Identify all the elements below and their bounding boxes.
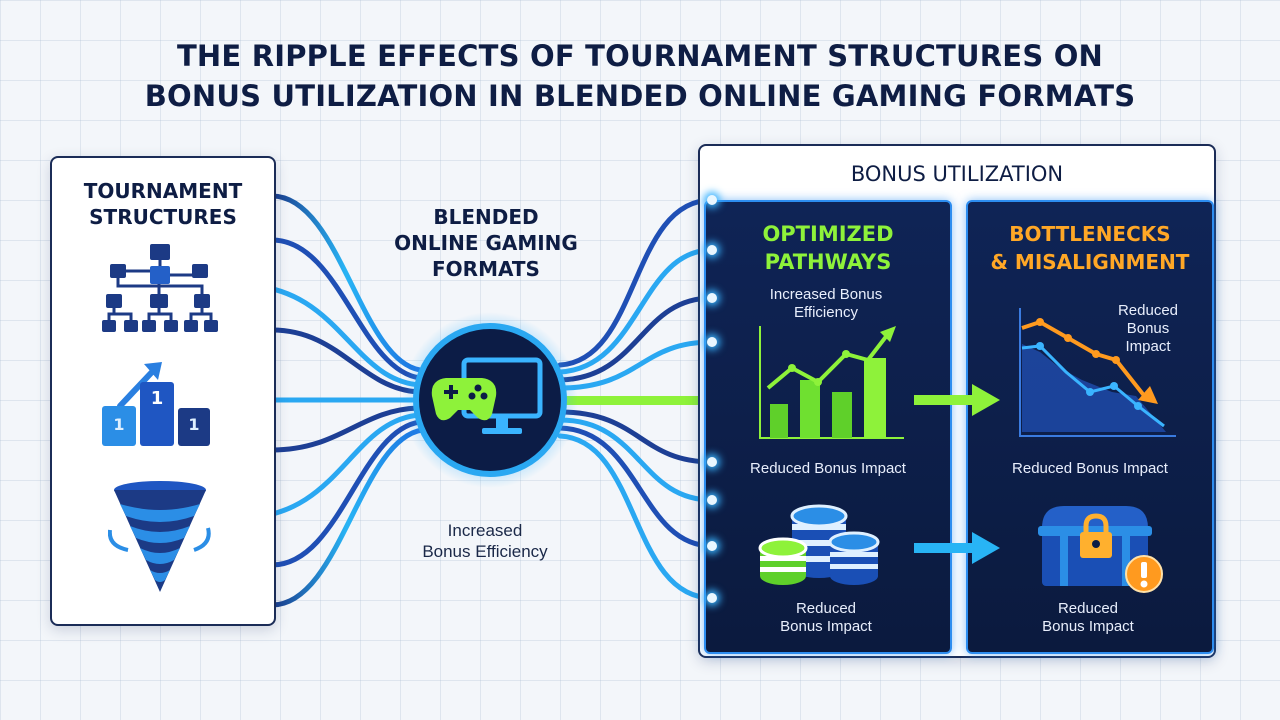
bottlenecks-mid-label: Reduced Bonus Impact: [1012, 460, 1168, 477]
connection-dot: [707, 337, 717, 347]
bottlenecks-heading-line-2: & MISALIGNMENT: [990, 250, 1190, 274]
optimized-heading-line-1: OPTIMIZED: [762, 222, 894, 246]
optimized-mid-label: Reduced Bonus Impact: [750, 460, 906, 477]
bottlenecks-panel: BOTTLENECKS & MISALIGNMENT Reduced Bonus…: [966, 200, 1214, 654]
title-line-1: THE RIPPLE EFFECTS OF TOURNAMENT STRUCTU…: [176, 39, 1104, 73]
bottlenecks-chart-label-line-1: Reduced: [1117, 302, 1179, 319]
declining-chart-icon: [1019, 308, 1176, 437]
bottlenecks-heading: BOTTLENECKS & MISALIGNMENT: [968, 220, 1212, 276]
connection-dot: [707, 457, 717, 467]
bottlenecks-chart-label: Reduced Bonus Impact: [1098, 302, 1198, 356]
connection-dot: [707, 495, 717, 505]
blended-formats-title: BLENDED ONLINE GAMING FORMATS: [376, 204, 596, 282]
center-note-line-1: Increased: [447, 521, 523, 540]
center-title-line-2: ONLINE GAMING: [394, 231, 578, 255]
optimized-pathways-heading: OPTIMIZED PATHWAYS: [706, 220, 950, 276]
connection-dot: [707, 195, 717, 205]
poker-chips-icon: [758, 504, 880, 585]
svg-text:1: 1: [113, 415, 124, 434]
green-arrow-icon: [914, 384, 1000, 416]
funnel-icon: [108, 481, 211, 592]
warning-icon: [1125, 555, 1163, 593]
optimized-bottom-label-line-2: Bonus Impact: [780, 618, 872, 635]
bottlenecks-chart-label-line-2: Bonus: [1126, 320, 1170, 337]
bottlenecks-chart-label-line-3: Impact: [1125, 338, 1171, 355]
panel-title-line-2: STRUCTURES: [89, 205, 237, 229]
connection-dot: [707, 541, 717, 551]
center-title-line-3: FORMATS: [432, 257, 540, 281]
svg-text:1: 1: [151, 388, 164, 409]
connection-dot: [707, 293, 717, 303]
bottlenecks-bottom-label-line-2: Bonus Impact: [1042, 618, 1134, 635]
bracket-tree-icon: [102, 244, 218, 332]
panel-title-line-1: TOURNAMENT: [83, 179, 243, 203]
bottlenecks-bottom-label: Reduced Bonus Impact: [988, 600, 1188, 636]
optimized-heading-line-2: PATHWAYS: [764, 250, 892, 274]
svg-text:1: 1: [188, 415, 199, 434]
center-note-line-2: Bonus Efficiency: [422, 542, 548, 561]
tournament-structures-title: TOURNAMENT STRUCTURES: [52, 178, 274, 230]
title-line-2: BONUS UTILIZATION IN BLENDED ONLINE GAMI…: [144, 79, 1136, 113]
podium-icon: 1 1 1: [102, 362, 210, 446]
rising-bar-chart-icon: [759, 326, 904, 439]
optimized-pathways-panel: OPTIMIZED PATHWAYS Increased Bonus Effic…: [704, 200, 952, 654]
page-title: THE RIPPLE EFFECTS OF TOURNAMENT STRUCTU…: [0, 36, 1280, 116]
blue-arrow-icon: [914, 532, 1000, 564]
connection-dot: [707, 245, 717, 255]
gamepad-monitor-icon: [402, 312, 578, 488]
locked-chest-icon: [1038, 506, 1152, 586]
bottlenecks-bottom-label-line-1: Reduced: [1057, 600, 1119, 617]
center-note: Increased Bonus Efficiency: [400, 520, 570, 562]
tournament-structures-panel: TOURNAMENT STRUCTURES: [50, 156, 276, 626]
optimized-bottom-label: Reduced Bonus Impact: [726, 600, 926, 636]
optimized-chart-label-line-2: Efficiency: [794, 304, 858, 321]
optimized-chart-label-line-1: Increased Bonus: [769, 286, 883, 303]
optimized-bottom-label-line-1: Reduced: [795, 600, 857, 617]
bonus-utilization-title: BONUS UTILIZATION: [850, 162, 1064, 186]
center-title-line-1: BLENDED: [433, 205, 539, 229]
optimized-chart-label: Increased Bonus Efficiency: [726, 286, 926, 322]
connection-dot: [707, 593, 717, 603]
bottlenecks-heading-line-1: BOTTLENECKS: [1009, 222, 1171, 246]
